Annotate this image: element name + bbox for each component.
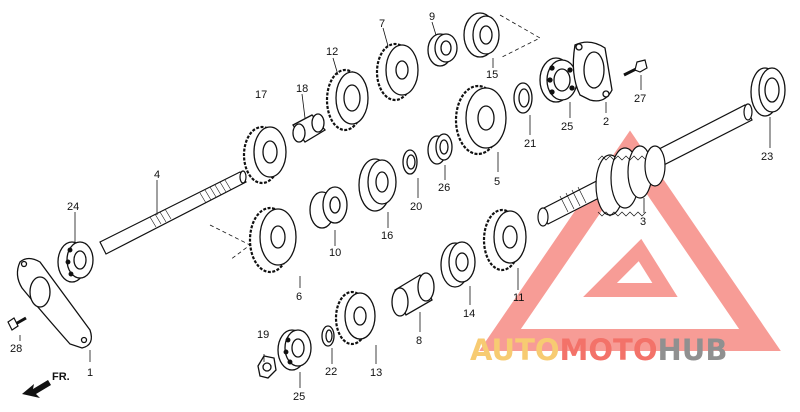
callout-10: 10 [329, 247, 341, 259]
gear-part-12 [325, 68, 369, 132]
gear-part-17 [242, 125, 287, 185]
callout-18: 18 [296, 83, 308, 95]
callout-23: 23 [761, 151, 773, 163]
callout-22: 22 [325, 366, 337, 378]
watermark-text-hub: HUB [658, 333, 728, 367]
callout-24: 24 [67, 201, 79, 213]
bolt-part-27 [623, 59, 648, 77]
svg-text:AUTOMOTOHUB: AUTOMOTOHUB [470, 333, 727, 367]
washer-part-22 [321, 325, 335, 347]
callout-20: 20 [410, 201, 422, 213]
countershaft-part-3 [537, 103, 753, 227]
callout-25-upper: 25 [561, 121, 573, 133]
callout-17: 17 [255, 89, 267, 101]
callout-21: 21 [524, 138, 536, 150]
watermark-text-moto: MOTO [560, 333, 658, 367]
callout-8: 8 [416, 335, 422, 347]
callout-4: 4 [154, 169, 160, 181]
gear-part-7 [375, 42, 419, 102]
front-direction-indicator: FR. [22, 371, 70, 398]
gear-part-6 [248, 206, 297, 274]
callout-7: 7 [379, 18, 385, 30]
callout-27: 27 [634, 93, 646, 105]
bearing-part-23 [750, 67, 786, 117]
bearing-plate-part-2 [572, 41, 613, 102]
direction-label: FR. [52, 371, 70, 383]
callout-13: 13 [370, 367, 382, 379]
callout-1: 1 [87, 367, 93, 379]
callout-19: 19 [257, 329, 269, 341]
nut-part-19 [257, 355, 277, 379]
gear-part-13 [334, 290, 376, 346]
callout-16: 16 [381, 230, 393, 242]
mainshaft-part-4 [99, 170, 247, 255]
gear-part-10 [309, 186, 348, 229]
leader-lines [19, 21, 771, 388]
callout-14: 14 [463, 308, 475, 320]
gear-part-15 [463, 12, 500, 58]
bolt-part-28 [7, 316, 27, 331]
bushing-part-18 [292, 113, 326, 143]
bushing-part-26 [427, 133, 453, 165]
callout-6: 6 [296, 291, 302, 303]
shifter-gear-part-16 [358, 158, 397, 212]
gear-part-8 [391, 272, 435, 317]
arrow-icon [22, 380, 51, 398]
gear-part-14 [440, 241, 476, 288]
bearing-part-25-lower [277, 329, 312, 371]
washer-part-20 [402, 149, 418, 175]
gear-part-9 [427, 33, 458, 67]
washer-part-21 [513, 82, 533, 114]
bearing-part-25-upper [539, 57, 578, 103]
callout-11: 11 [513, 292, 524, 304]
callout-28: 28 [10, 343, 22, 355]
callout-26: 26 [438, 182, 450, 194]
watermark-text-auto: AUTO [470, 333, 560, 367]
callout-2: 2 [603, 116, 609, 128]
callout-12: 12 [326, 46, 338, 58]
watermark-logo: AUTOMOTOHUB [470, 130, 781, 367]
callout-25-lower: 25 [293, 391, 305, 403]
callout-5: 5 [494, 176, 500, 188]
callout-9: 9 [429, 11, 435, 23]
callout-labels: 1 2 3 4 5 6 7 8 9 10 11 12 13 14 15 16 1… [10, 11, 773, 403]
gear-part-11 [482, 208, 527, 272]
bearing-part-24 [57, 241, 94, 283]
gear-part-5 [454, 84, 507, 156]
callout-15: 15 [486, 69, 498, 81]
callout-3: 3 [640, 216, 646, 228]
bearing-holder-part-1 [16, 257, 93, 349]
